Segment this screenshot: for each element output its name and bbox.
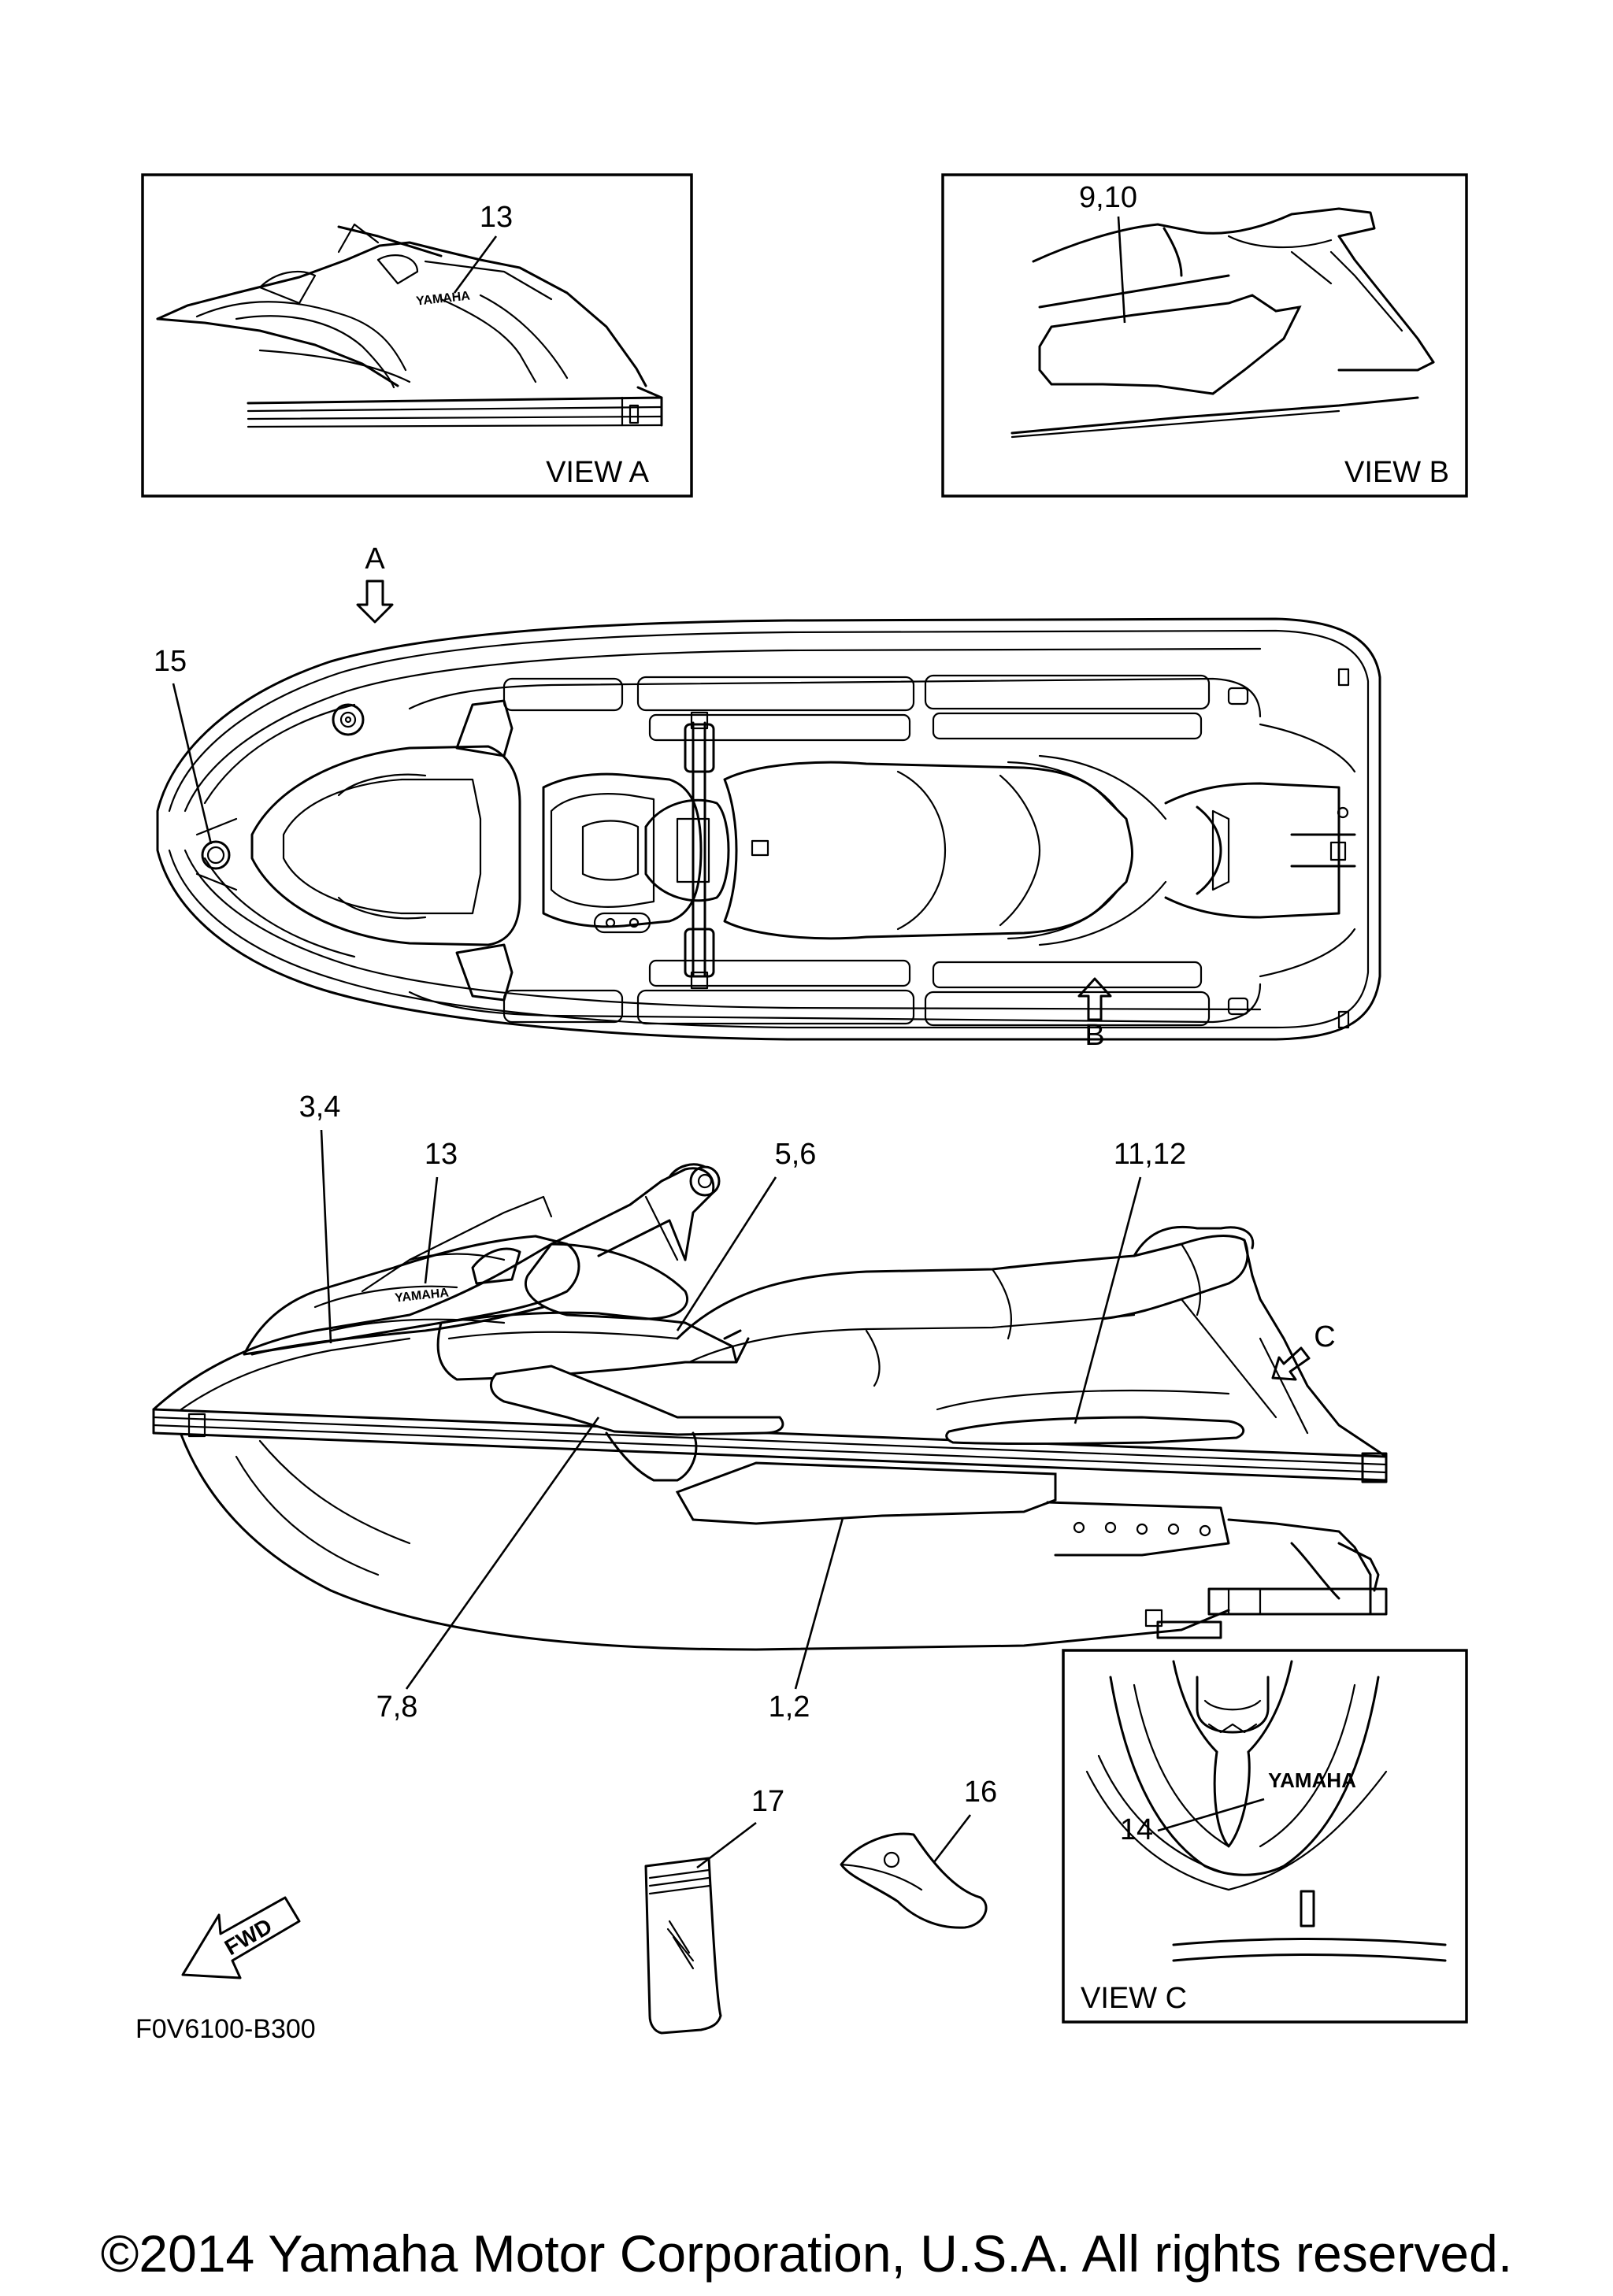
arrow-c-icon xyxy=(1271,1346,1311,1381)
top-view: A xyxy=(154,543,1381,1052)
arrow-a-icon xyxy=(356,580,394,624)
part-16: 16 xyxy=(840,1776,997,1929)
callout-9-10-view-b: 9,10 xyxy=(1079,181,1137,214)
view-b-panel: 9,10 VIEW B xyxy=(941,173,1468,498)
yamaha-logo-view-c: YAMAHA xyxy=(1268,1768,1356,1792)
view-a-label: VIEW A xyxy=(546,456,650,489)
callout-3-4: 3,4 xyxy=(299,1091,341,1124)
copyright-notice: ©2014 Yamaha Motor Corporation, U.S.A. A… xyxy=(100,2224,1513,2283)
figure-code: F0V6100-B300 xyxy=(135,2014,316,2044)
arrow-b-icon xyxy=(1077,977,1112,1021)
callout-11-12: 11,12 xyxy=(1114,1138,1186,1171)
fwd-arrow-icon: FWD xyxy=(181,1896,301,1979)
view-b-label: VIEW B xyxy=(1344,456,1449,489)
callout-7-8: 7,8 xyxy=(376,1691,418,1724)
callout-17: 17 xyxy=(751,1785,784,1818)
callout-16: 16 xyxy=(964,1776,997,1809)
arrow-c-label: C xyxy=(1314,1320,1335,1354)
part-17: 17 xyxy=(644,1785,784,2035)
arrow-a-label: A xyxy=(365,543,385,576)
callout-1-2: 1,2 xyxy=(769,1691,810,1724)
bow-cap-15 xyxy=(201,840,231,870)
callout-15: 15 xyxy=(154,645,187,678)
fwd-label: FWD xyxy=(221,1913,276,1960)
callout-13-side: 13 xyxy=(425,1138,458,1171)
view-a-panel: YAMAHA 13 VIEW A xyxy=(141,173,693,498)
side-view: YAMAHA 3,4 13 5,6 11,12 7,8 1,2 C xyxy=(152,1091,1388,1724)
callout-13-view-a: 13 xyxy=(480,201,513,234)
view-c-panel: YAMAHA 14 VIEW C xyxy=(1062,1649,1468,2024)
yamaha-logo: YAMAHA xyxy=(415,289,471,308)
callout-5-6: 5,6 xyxy=(775,1138,817,1171)
view-c-label: VIEW C xyxy=(1081,1982,1187,2015)
arrow-b-label: B xyxy=(1085,1019,1104,1052)
callout-14: 14 xyxy=(1120,1813,1153,1846)
